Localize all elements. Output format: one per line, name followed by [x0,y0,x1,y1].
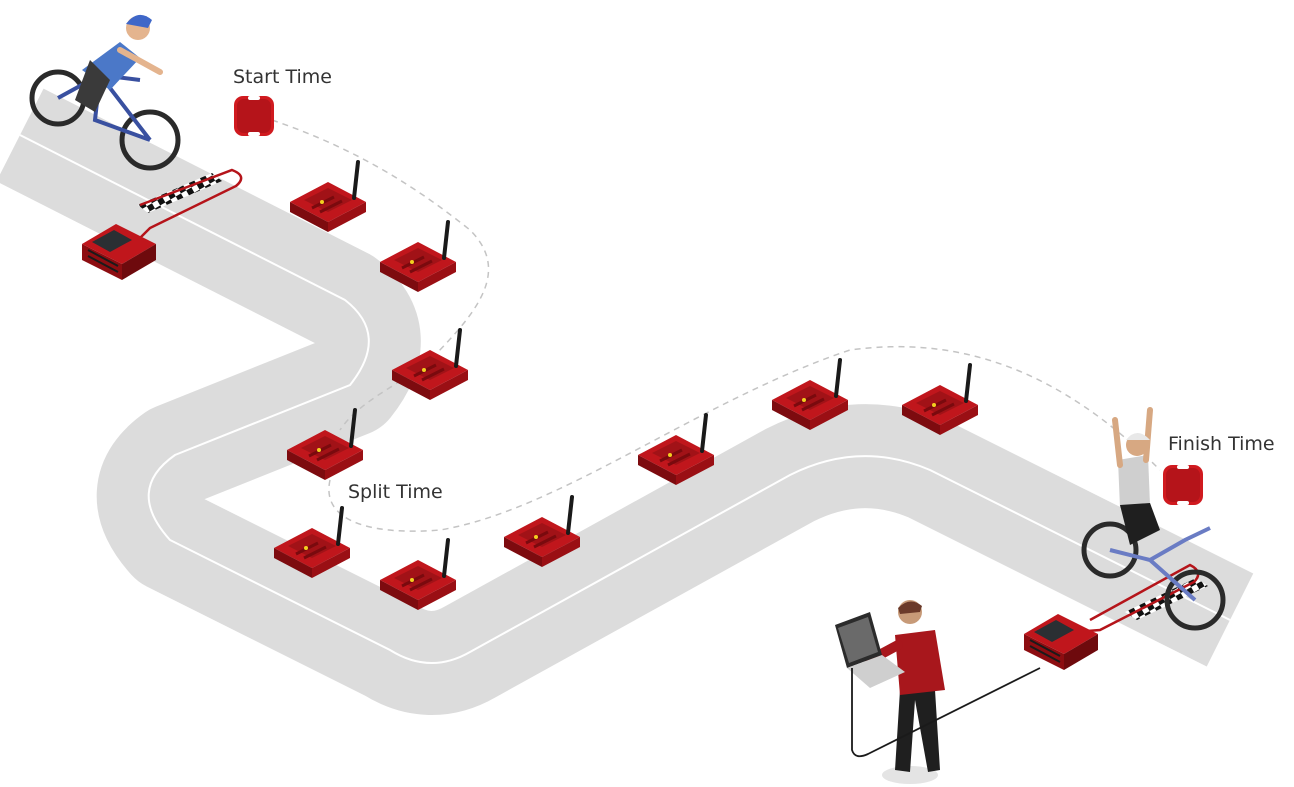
split-time-label: Split Time [348,481,443,503]
start-time-label: Start Time [233,66,332,88]
finish-time-label: Finish Time [1168,433,1275,455]
rfid-reader-icon [1024,614,1098,670]
race-track [20,135,1230,663]
start-tag-icon [234,96,274,136]
finish-tag-icon [1163,465,1203,505]
